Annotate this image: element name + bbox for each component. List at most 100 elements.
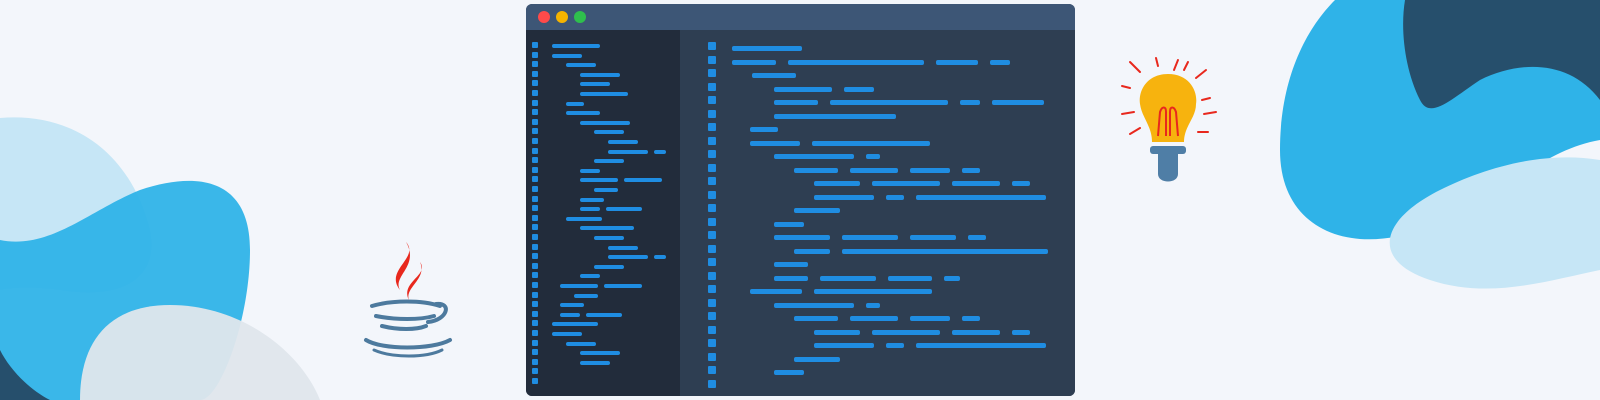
editor-code-line (886, 343, 904, 348)
editor-gutter-mark (708, 163, 716, 172)
java-logo-icon (364, 242, 452, 358)
sidebar-code-line (608, 149, 648, 154)
editor-gutter-mark (708, 69, 716, 77)
sidebar-code-line (566, 341, 596, 346)
editor-code-line (750, 289, 802, 294)
editor-gutter-mark (708, 352, 716, 361)
sidebar-gutter-mark (532, 310, 538, 317)
editor-code-line (850, 167, 898, 173)
minimize-window-button[interactable] (556, 11, 568, 23)
sidebar-code-line (594, 188, 618, 192)
editor-code-line (962, 316, 980, 321)
editor-code-line (774, 262, 808, 267)
editor-code-line (774, 275, 808, 281)
sidebar-gutter-mark (532, 118, 538, 125)
editor-code-line (820, 275, 876, 281)
editor-code-line (844, 86, 874, 92)
editor-gutter-mark (708, 204, 716, 212)
code-editor-window (526, 4, 1075, 396)
sidebar-code-line (580, 82, 610, 87)
editor-code-line (752, 73, 796, 78)
editor-gutter-mark (708, 55, 716, 64)
sidebar-gutter-mark (532, 176, 538, 183)
sidebar-code-line (560, 303, 584, 308)
editor-gutter-mark (708, 150, 716, 158)
sidebar-code-line (608, 140, 638, 144)
editor-code-line (814, 289, 932, 294)
sidebar-code-line (654, 149, 666, 154)
sidebar-gutter-mark (532, 214, 538, 221)
editor-code-line (794, 316, 838, 321)
editor-code-line (866, 302, 880, 308)
sidebar-gutter-mark (532, 51, 538, 58)
editor-gutter-mark (708, 190, 716, 199)
sidebar-gutter-mark (532, 378, 538, 384)
sidebar-gutter-mark (532, 157, 538, 164)
editor-code-line (774, 86, 832, 92)
sidebar-gutter-mark (532, 147, 538, 154)
sidebar-gutter-mark (532, 262, 538, 269)
editor-code-line (814, 181, 860, 186)
editor-code-line (916, 343, 1046, 348)
editor-code-line (910, 316, 950, 321)
sidebar-gutter-mark (532, 186, 538, 192)
editor-gutter-mark (708, 379, 716, 388)
sidebar-gutter-mark (532, 70, 538, 77)
sidebar-code-line (566, 216, 602, 221)
sidebar-gutter-mark (532, 234, 538, 240)
editor-code-line (812, 140, 930, 146)
sidebar-code-line (580, 274, 600, 279)
editor-code-line (990, 59, 1010, 65)
sidebar-gutter-mark (532, 368, 538, 375)
editor-code-line (944, 275, 960, 281)
editor-code-line (850, 316, 898, 321)
editor-gutter-mark (708, 231, 716, 239)
sidebar-gutter-mark (532, 138, 538, 144)
sidebar-code-line (580, 72, 620, 77)
sidebar-code-line (594, 130, 624, 135)
sidebar-code-line (560, 284, 598, 288)
sidebar-code-line (580, 207, 600, 212)
close-window-button[interactable] (538, 11, 550, 23)
editor-code-line (774, 302, 854, 308)
editor-code-line (1012, 329, 1030, 335)
code-main-panel (680, 30, 1075, 396)
editor-code-line (952, 181, 1000, 186)
sidebar-code-line (560, 312, 580, 317)
editor-gutter-mark (708, 123, 716, 131)
lightbulb-icon (1121, 57, 1217, 182)
editor-gutter-mark (708, 366, 716, 374)
sidebar-code-line (580, 92, 628, 96)
editor-gutter-mark (708, 339, 716, 347)
editor-code-line (794, 356, 840, 362)
sidebar-code-line (654, 255, 666, 260)
editor-gutter-mark (708, 325, 716, 334)
editor-code-line (774, 100, 818, 105)
sidebar-gutter-mark (532, 195, 538, 202)
maximize-window-button[interactable] (574, 11, 586, 23)
editor-code-line (750, 140, 800, 146)
sidebar-code-line (552, 44, 600, 48)
editor-code-line (788, 59, 924, 65)
sidebar-code-line (552, 53, 582, 58)
editor-gutter-mark (708, 109, 716, 118)
editor-code-line (732, 46, 802, 51)
sidebar-code-line (594, 264, 624, 269)
editor-gutter-mark (708, 271, 716, 280)
sidebar-gutter-mark (532, 109, 538, 116)
editor-code-line (886, 194, 904, 200)
sidebar-code-line (580, 178, 618, 183)
sidebar-gutter-mark (532, 90, 538, 96)
editor-gutter-mark (708, 42, 716, 50)
sidebar-gutter-mark (532, 80, 538, 87)
sidebar-gutter-mark (532, 358, 538, 365)
blob-dark-right (1403, 0, 1600, 109)
editor-code-line (794, 248, 830, 254)
sidebar-code-line (580, 120, 630, 125)
editor-code-line (1012, 181, 1030, 186)
editor-code-line (842, 248, 1048, 254)
blob-light-right (1389, 157, 1600, 289)
sidebar-code-line (604, 284, 642, 288)
window-titlebar (526, 4, 1075, 30)
editor-code-line (968, 235, 986, 240)
